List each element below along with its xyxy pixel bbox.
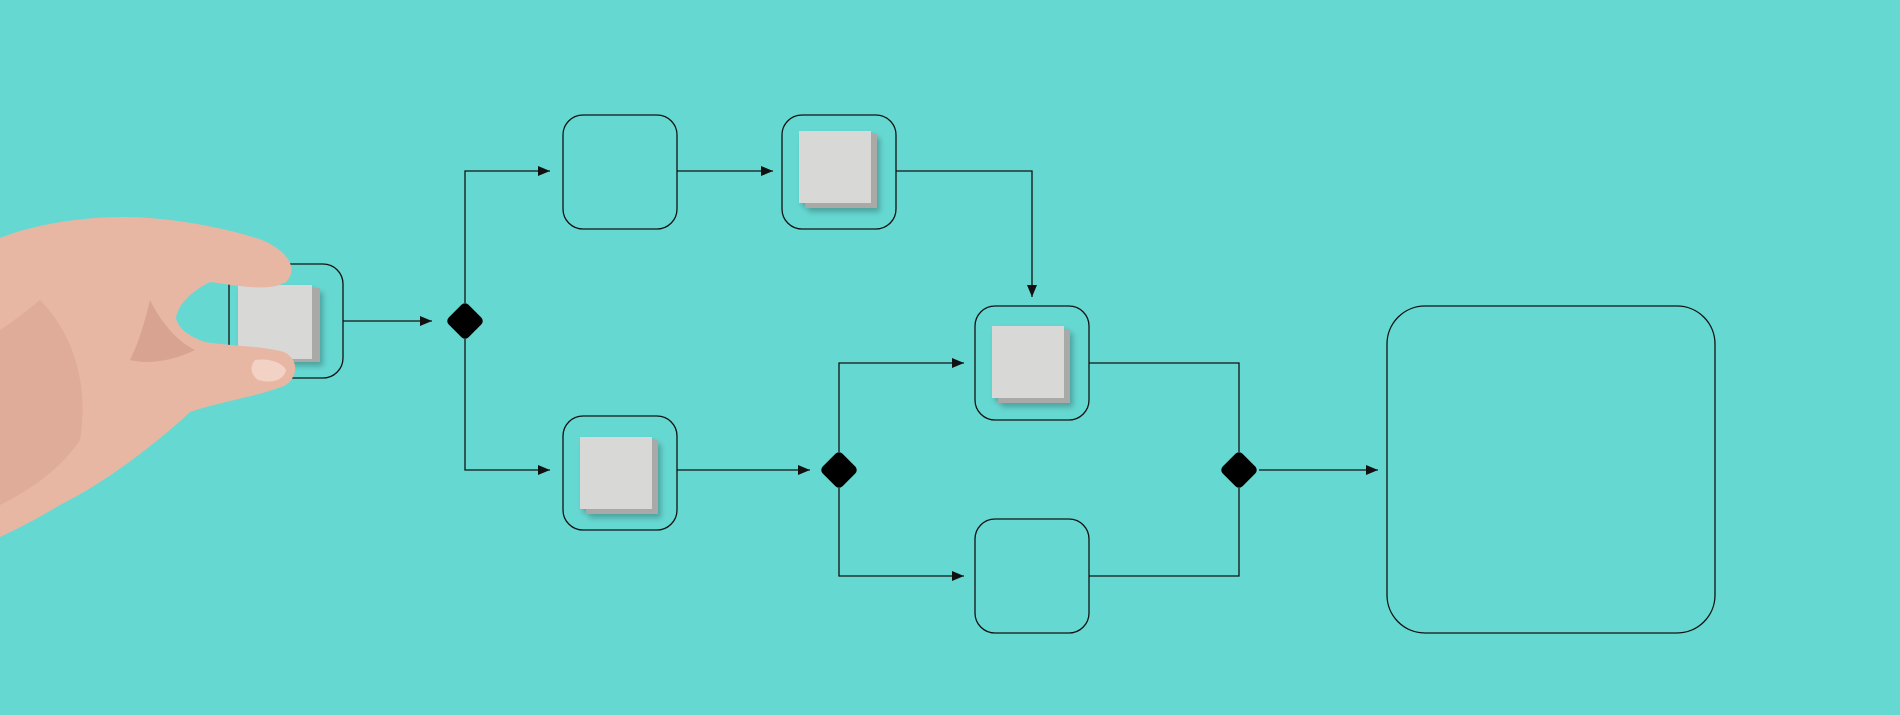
task-box-lower-1[interactable] <box>562 415 678 531</box>
diamond-gateway-icon[interactable] <box>445 301 485 341</box>
diamond-gateway-icon[interactable] <box>819 450 859 490</box>
hand-holding-block-icon <box>0 216 296 538</box>
connectors <box>343 166 1378 581</box>
edge-gateway-2-to-bottom-task <box>838 488 964 581</box>
task-box-bottom[interactable] <box>974 518 1090 634</box>
grey-cube-icon <box>238 285 320 362</box>
edge-gateway-1-to-lower-task-1 <box>464 339 550 475</box>
edge-gateway-2-to-middle-task <box>838 358 964 452</box>
task-box-upper-1[interactable] <box>562 114 678 230</box>
grey-cube-icon <box>580 437 658 514</box>
task-box-upper-2[interactable] <box>781 114 897 230</box>
task-box-middle[interactable] <box>974 305 1090 421</box>
edge-bottom-task-to-gateway-3 <box>1089 488 1240 577</box>
diamond-gateway-icon[interactable] <box>1219 450 1259 490</box>
grey-cube-icon <box>799 131 877 208</box>
task-box-end[interactable] <box>1386 305 1716 634</box>
edge-gateway-1-to-upper-task-1 <box>464 166 550 303</box>
edge-upper-task-2-to-middle-task <box>896 170 1037 297</box>
edge-middle-task-to-gateway-3 <box>1089 362 1240 452</box>
grey-cube-icon <box>992 326 1070 403</box>
